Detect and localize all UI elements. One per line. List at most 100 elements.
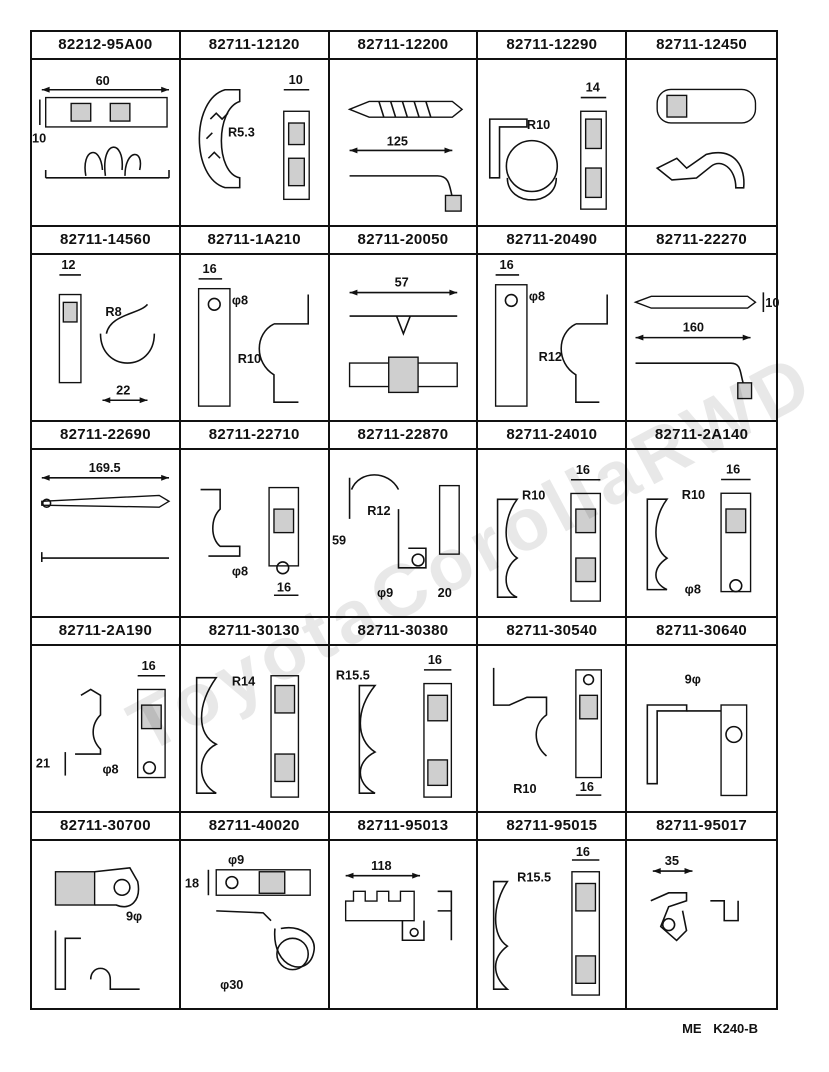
parts-grid: 82212-95A00 60 10 82711-12120 [30, 30, 780, 1010]
part-number-label: 82711-22690 [32, 422, 179, 451]
dim-label: R12 [539, 349, 562, 364]
clip-drawing: 9φ [627, 646, 776, 811]
clip-drawing: R10 16 [478, 646, 625, 811]
part-number-label: 82711-95017 [627, 812, 776, 841]
dim-label: R10 [522, 488, 545, 503]
dim-label: 125 [386, 134, 407, 149]
part-number-label: 82711-12290 [478, 32, 626, 60]
dim-label: 160 [683, 320, 704, 335]
dim-label: R10 [682, 488, 705, 503]
part-number-label: 82711-22710 [180, 422, 328, 451]
dim-label: 10 [32, 131, 46, 146]
dim-label: 57 [394, 275, 408, 290]
dim-label: R10 [238, 351, 261, 366]
part-cell[interactable]: 82711-95015 R15.5 16 [478, 812, 628, 1008]
part-cell[interactable]: 82711-24010 R10 16 [478, 422, 628, 618]
part-number-label: 82711-22270 [627, 227, 776, 256]
dim-label: 16 [500, 257, 514, 272]
clip-drawing [627, 60, 776, 225]
dim-label: 10 [288, 72, 302, 87]
part-number-label: 82711-12120 [180, 32, 328, 60]
part-cell[interactable]: 82711-1A210 16 φ8 R10 [180, 227, 330, 423]
part-cell[interactable]: 82711-12450 [627, 32, 776, 228]
dim-label: 9φ [685, 671, 701, 686]
dim-label: φ8 [529, 289, 545, 304]
part-cell[interactable]: 82711-40020 φ9 18 φ30 [180, 812, 330, 1008]
part-cell[interactable]: 82711-12290 R10 14 [478, 32, 628, 228]
clip-drawing: 16 φ8 R10 [181, 255, 328, 420]
dim-label: R10 [527, 117, 550, 132]
clip-drawing: R10 14 [478, 60, 625, 225]
dim-label: 169.5 [89, 460, 121, 475]
part-cell[interactable]: 82711-12200 125 [329, 32, 479, 228]
part-number-label: 82711-2A190 [32, 617, 179, 646]
clip-drawing: 118 [330, 841, 477, 1008]
part-number-label: 82711-20490 [478, 227, 626, 256]
dim-label: 35 [665, 853, 679, 868]
part-number-label: 82711-24010 [478, 422, 626, 451]
part-number-label: 82711-30640 [627, 617, 776, 646]
dim-label: 16 [576, 844, 590, 859]
dim-label: 16 [202, 261, 216, 276]
dim-label: φ9 [377, 586, 393, 601]
dim-label: 60 [96, 73, 110, 88]
dim-label: 22 [116, 383, 130, 398]
dim-label: 10 [766, 295, 780, 310]
dim-label: 16 [576, 462, 590, 477]
drawing-reference: ME K240-B [674, 1021, 758, 1036]
dim-label: 14 [586, 80, 600, 95]
part-cell[interactable]: 82711-22690 169.5 [32, 422, 181, 618]
dim-label: 16 [726, 462, 740, 477]
dim-label: 16 [142, 657, 156, 672]
part-cell[interactable]: 82711-95017 35 [627, 812, 776, 1008]
part-number-label: 82711-12200 [329, 32, 477, 60]
clip-drawing: 16 φ8 R12 [478, 255, 625, 420]
part-number-label: 82711-30700 [32, 812, 179, 841]
part-number-label: 82711-95013 [329, 812, 477, 841]
dim-label: φ8 [685, 582, 701, 597]
part-number-label: 82711-1A210 [180, 227, 328, 256]
part-cell[interactable]: 82711-22270 10 160 [627, 227, 780, 423]
dim-label: R10 [514, 781, 537, 796]
dim-label: R14 [232, 673, 255, 688]
reference-prefix: ME [682, 1021, 702, 1036]
part-number-label: 82711-22870 [329, 422, 477, 451]
clip-drawing: 10 160 [627, 255, 780, 420]
dim-label: φ8 [232, 564, 248, 579]
part-cell[interactable]: 82711-2A140 R10 φ8 16 [627, 422, 776, 618]
clip-drawing: 57 [330, 255, 477, 420]
part-cell[interactable]: 82711-30540 R10 16 [478, 617, 628, 813]
clip-drawing: R5.3 10 [181, 60, 328, 225]
part-cell[interactable]: 82711-12120 R5.3 10 [180, 32, 330, 228]
part-cell[interactable]: 82711-14560 12 R8 22 [32, 227, 181, 423]
part-cell[interactable]: 82711-30130 R14 [180, 617, 330, 813]
part-number-label: 82711-20050 [329, 227, 477, 256]
part-cell[interactable]: 82711-22710 φ8 16 [180, 422, 330, 618]
dim-label: 12 [61, 257, 75, 272]
dim-label: 16 [277, 580, 291, 595]
part-number-label: 82711-14560 [32, 227, 179, 256]
clip-drawing: R15.5 16 [478, 841, 625, 1008]
part-cell[interactable]: 82711-22870 R12 59 φ9 20 [329, 422, 479, 618]
dim-label: 20 [437, 586, 451, 601]
dim-label: 118 [371, 858, 392, 873]
part-number-label: 82711-30130 [180, 617, 328, 646]
dim-label: R5.3 [228, 125, 255, 140]
part-cell[interactable]: 82711-30700 9φ [32, 812, 181, 1008]
part-cell[interactable]: 82711-2A190 21 φ8 16 [32, 617, 181, 813]
part-number-label: 82711-30540 [478, 617, 626, 646]
part-cell[interactable]: 82212-95A00 60 10 [32, 32, 181, 228]
clip-drawing: φ8 16 [181, 450, 328, 615]
part-cell[interactable]: 82711-95013 118 [329, 812, 479, 1008]
part-cell[interactable]: 82711-20050 57 [329, 227, 479, 423]
part-number-label: 82711-40020 [180, 812, 328, 841]
part-number-label: 82711-95015 [478, 812, 626, 841]
part-cell[interactable]: 82711-20490 16 φ8 R12 [478, 227, 628, 423]
dim-label: φ30 [220, 977, 243, 992]
clip-drawing: 35 [627, 841, 776, 1008]
part-cell[interactable]: 82711-30380 R15.5 16 [329, 617, 479, 813]
part-number-label: 82711-2A140 [627, 422, 776, 451]
part-cell[interactable]: 82711-30640 9φ [627, 617, 776, 813]
clip-drawing: 9φ [32, 841, 179, 1008]
dim-label: 16 [580, 779, 594, 794]
